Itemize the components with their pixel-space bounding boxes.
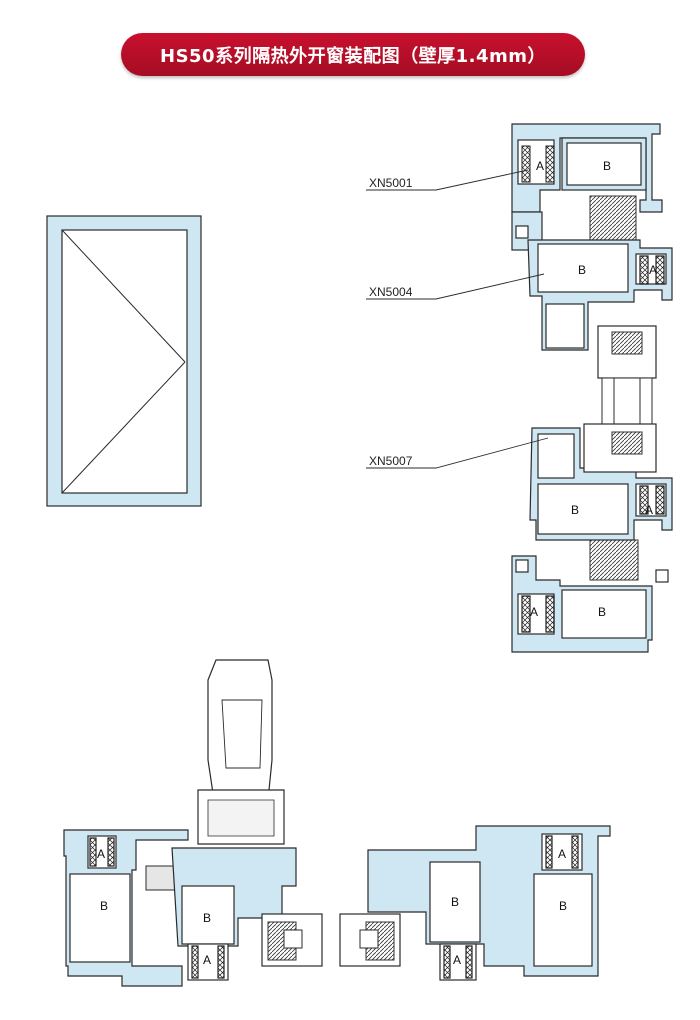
section-top-frame (511, 123, 663, 251)
glazing-middle (583, 423, 657, 581)
section-mullion (529, 427, 673, 541)
zone-label-a: A (536, 159, 544, 173)
thermal-strip (521, 145, 555, 183)
page-title: HS50系列隔热外开窗装配图（壁厚1.4mm） (121, 33, 585, 76)
zone-label-a: A (649, 263, 657, 277)
zone-label-a: A (97, 847, 105, 861)
zone-label-b: B (598, 605, 606, 619)
section-bottom-right (367, 825, 611, 981)
zone-label-b: B (100, 899, 108, 913)
center-gasket (589, 195, 637, 241)
zone-label-a: A (558, 847, 566, 861)
zone-label-a: A (645, 503, 653, 517)
zone-label-b: B (571, 503, 579, 517)
glazing-bottom-left (261, 913, 323, 967)
zone-label-b: B (603, 159, 611, 173)
zone-label-a: A (203, 953, 211, 967)
leader-lines (366, 169, 549, 469)
window-elevation (46, 215, 202, 507)
section-bottom-frame (511, 555, 669, 653)
zone-label-a: A (453, 953, 461, 967)
zone-label-b: B (578, 263, 586, 277)
glazing-bottom-right (339, 913, 401, 967)
zone-label-b: B (203, 911, 211, 925)
zone-label-b: B (451, 895, 459, 909)
section-sash (527, 239, 673, 351)
label-xn5001: XN5001 (369, 176, 413, 190)
label-xn5004: XN5004 (369, 285, 413, 299)
zone-label-b: B (559, 899, 567, 913)
label-xn5007: XN5007 (369, 454, 413, 468)
glazing-upper (597, 325, 657, 425)
zone-label-a: A (530, 605, 538, 619)
section-bottom-left (63, 829, 297, 987)
